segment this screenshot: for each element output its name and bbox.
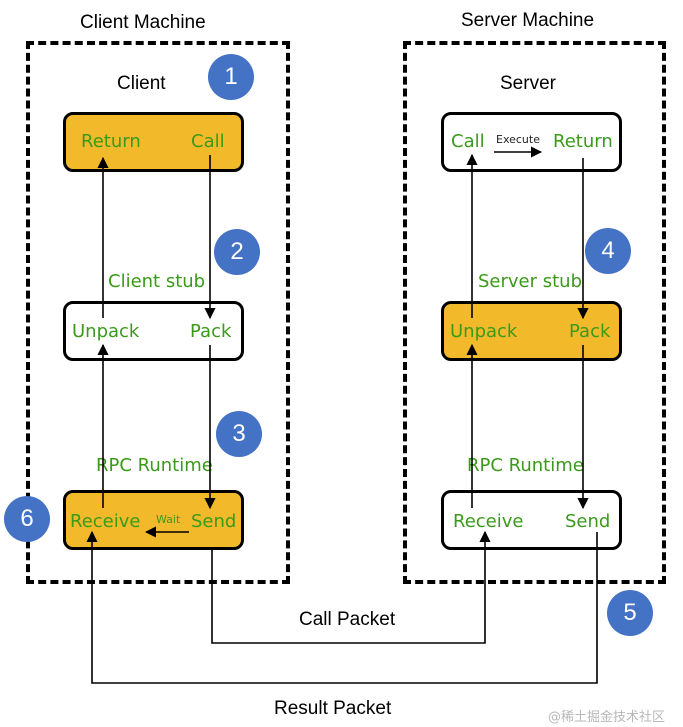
server-receive-label: Receive [453, 511, 524, 532]
client-receive-label: Receive [70, 511, 141, 532]
step-4-badge: 4 [585, 228, 631, 274]
server-runtime-box [441, 490, 622, 550]
server-stub-label: Server stub [478, 271, 583, 292]
server-send-label: Send [565, 511, 611, 532]
client-wait-label: Wait [156, 513, 181, 526]
server-runtime-label: RPC Runtime [467, 455, 584, 476]
client-send-label: Send [191, 511, 237, 532]
result-packet-label: Result Packet [274, 698, 392, 719]
client-unpack-label: Unpack [72, 321, 140, 342]
client-call-label: Call [191, 131, 225, 152]
server-machine-border [403, 41, 666, 584]
server-pack-label: Pack [569, 321, 611, 342]
client-machine-border [26, 41, 290, 584]
step-3-badge: 3 [216, 411, 262, 457]
server-call-label: Call [451, 131, 485, 152]
step-6-badge: 6 [4, 496, 50, 542]
client-machine-title: Client Machine [80, 12, 206, 33]
watermark: @稀土掘金技术社区 [548, 710, 666, 725]
step-2-badge: 2 [214, 229, 260, 275]
client-title: Client [117, 73, 166, 94]
call-packet-path [211, 530, 491, 644]
client-stub-label: Client stub [108, 271, 206, 292]
result-packet-path [86, 530, 598, 684]
client-runtime-label: RPC Runtime [96, 455, 213, 476]
client-pack-label: Pack [190, 321, 232, 342]
step-1-badge: 1 [208, 54, 254, 100]
server-execute-label: Execute [496, 133, 540, 146]
server-return-label: Return [553, 131, 613, 152]
server-title: Server [500, 73, 556, 94]
server-machine-title: Server Machine [461, 10, 595, 31]
server-unpack-label: Unpack [450, 321, 518, 342]
call-packet-label: Call Packet [299, 609, 396, 630]
step-5-badge: 5 [607, 590, 653, 636]
client-app-box [63, 112, 244, 172]
client-return-label: Return [81, 131, 141, 152]
